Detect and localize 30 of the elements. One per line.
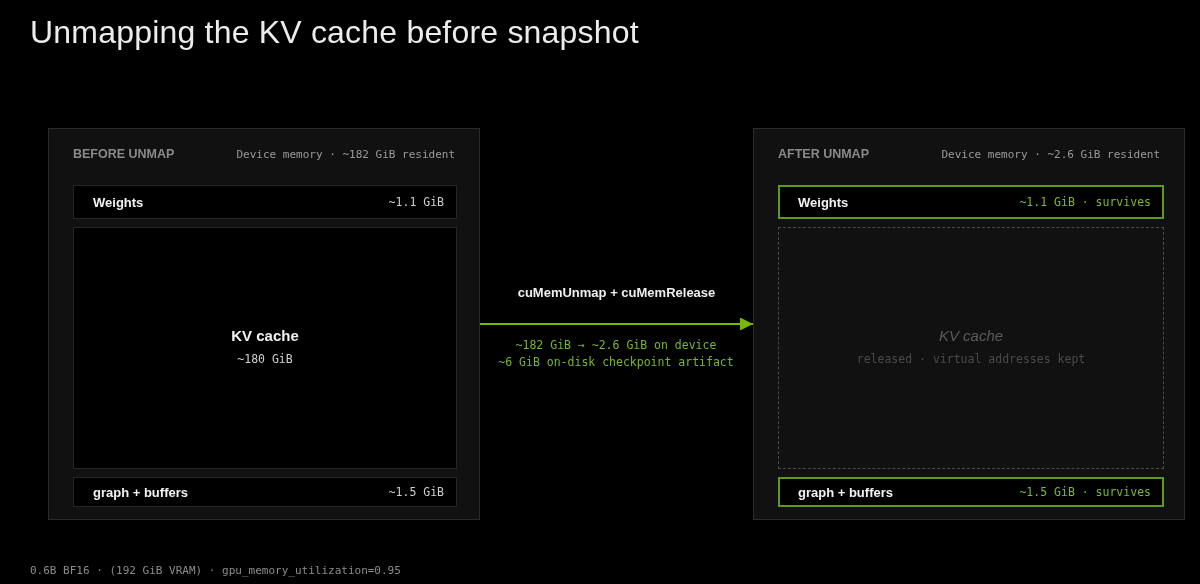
- panel-heading: AFTER UNMAP: [778, 147, 869, 161]
- memory-panel: [48, 128, 480, 520]
- block-size: ~1.1 GiB · survives: [1019, 195, 1151, 209]
- memory-panel: [753, 128, 1185, 520]
- memory-block: [73, 227, 457, 469]
- block-name: Weights: [798, 194, 849, 210]
- block-name: Weights: [93, 194, 144, 210]
- edge-label: cuMemUnmap + cuMemRelease: [517, 285, 716, 300]
- arrow: [479, 317, 754, 331]
- block-size: released · virtual addresses kept: [856, 351, 1086, 366]
- block-size: ~1.1 GiB: [388, 195, 444, 209]
- block-size: ~1.5 GiB: [388, 485, 444, 499]
- memory-block: [73, 477, 457, 507]
- memory-block: [778, 477, 1164, 507]
- footnote: 0.6B BF16 · (192 GiB VRAM) · gpu_memory_utilization=0.95: [30, 564, 401, 577]
- block-size: ~180 GiB: [237, 351, 293, 366]
- released-region: [778, 227, 1164, 469]
- edge-note: ~6 GiB on-disk checkpoint artifact: [498, 355, 734, 369]
- edge-note: ~182 GiB → ~2.6 GiB on device: [515, 338, 717, 352]
- title: Unmapping the KV cache before snapshot: [30, 14, 639, 51]
- memory-block: [73, 185, 457, 219]
- memory-block: [778, 185, 1164, 219]
- panel-caption: Device memory · ~2.6 GiB resident: [941, 148, 1160, 161]
- panel-heading: BEFORE UNMAP: [73, 147, 175, 161]
- block-name: graph + buffers: [93, 484, 188, 500]
- block-size: ~1.5 GiB · survives: [1019, 485, 1151, 499]
- block-name: KV cache: [231, 326, 299, 344]
- block-name: KV cache: [938, 326, 1004, 344]
- panel-caption: Device memory · ~182 GiB resident: [236, 148, 455, 161]
- block-name: graph + buffers: [798, 484, 893, 500]
